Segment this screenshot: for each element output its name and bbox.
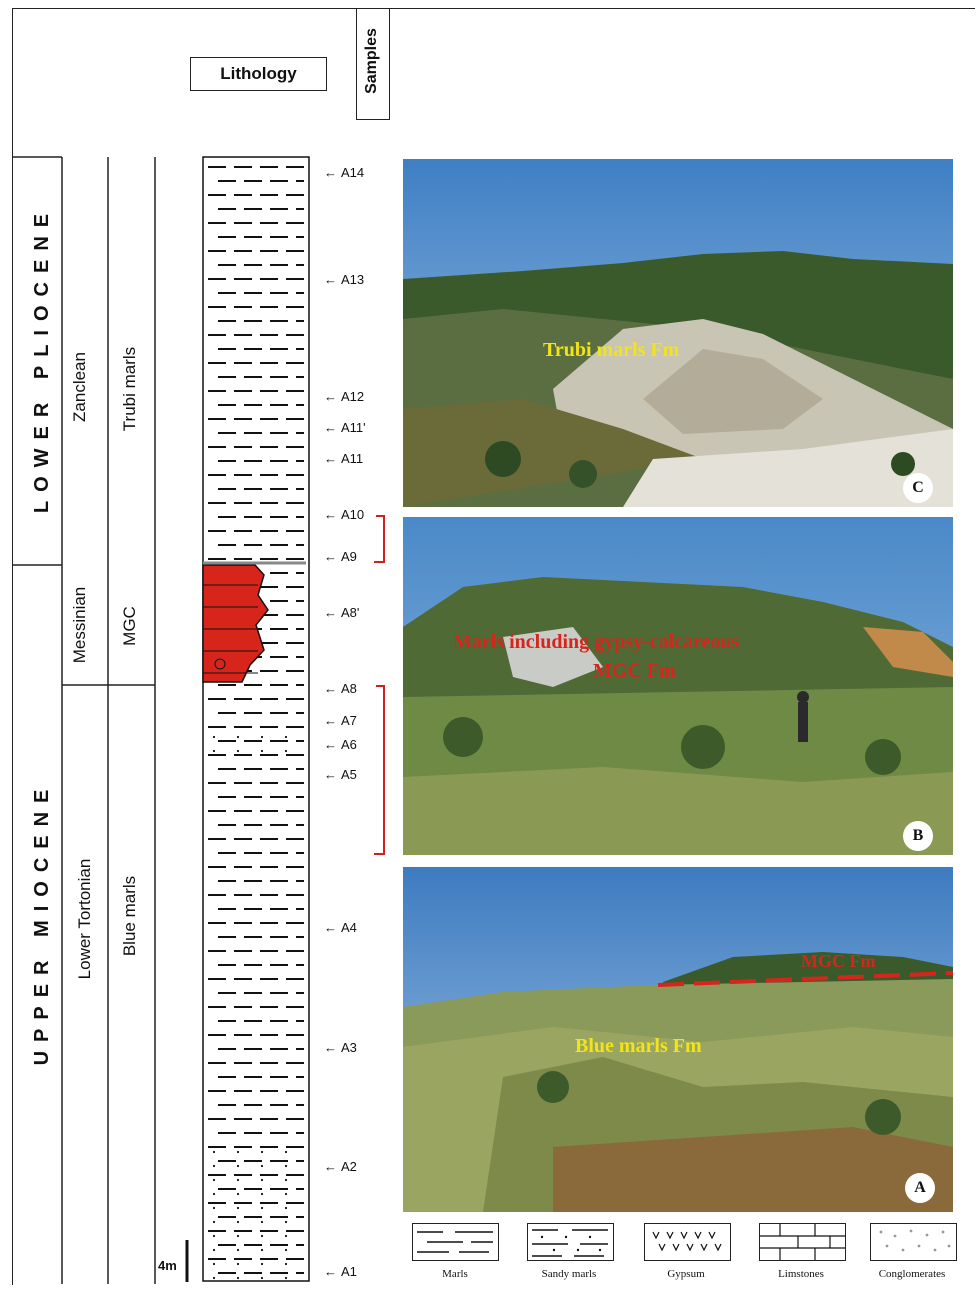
sample-marker: ← A7 xyxy=(324,713,357,728)
sample-marker: ← A5 xyxy=(324,767,357,782)
legend-marls-label: Marls xyxy=(442,1268,468,1280)
sample-marker: ← A12 xyxy=(324,389,364,404)
arrow-left-icon: ← xyxy=(324,681,337,696)
stratigraphy-columns xyxy=(13,156,189,1284)
arrow-left-icon: ← xyxy=(324,420,337,435)
photo-a: Blue marls Fm MGC Fm A xyxy=(403,867,953,1212)
arrow-left-icon: ← xyxy=(324,1040,337,1055)
sample-label: A11 xyxy=(341,451,364,466)
samples-header-box xyxy=(356,8,390,120)
sample-marker: ← A6 xyxy=(324,737,357,752)
sample-marker: ← A2 xyxy=(324,1159,357,1174)
formation-trubi-marls: Trubi marls xyxy=(120,346,139,432)
sample-marker: ← A9 xyxy=(324,549,357,564)
sample-label: A13 xyxy=(341,272,365,287)
sample-label: A14 xyxy=(341,165,365,180)
sample-label: A1 xyxy=(341,1264,357,1279)
sample-label: A7 xyxy=(341,713,357,728)
sample-marker: ← A14 xyxy=(324,165,364,180)
photo-b-caption-line1: Marls including gypsy-calcareous xyxy=(453,631,740,653)
formation-mgc: MGC xyxy=(120,606,139,646)
arrow-left-icon: ← xyxy=(324,737,337,752)
photo-a-mgc-caption: MGC Fm xyxy=(801,951,876,971)
arrow-left-icon: ← xyxy=(324,713,337,728)
scale-label: 4m xyxy=(158,1258,177,1273)
sample-label: A8 xyxy=(341,681,357,696)
legend-limestones-label: Limstones xyxy=(778,1268,824,1280)
arrow-left-icon: ← xyxy=(324,507,337,522)
legend-sandy-marls-label: Sandy marls xyxy=(541,1268,597,1280)
lithology-column xyxy=(202,156,310,1282)
arrow-left-icon: ← xyxy=(324,272,337,287)
sample-label: A8' xyxy=(341,605,360,620)
sample-marker: ← A8 xyxy=(324,681,357,696)
legend-gypsum-swatch xyxy=(644,1223,731,1261)
photo-b-label: B xyxy=(903,821,933,851)
photo-b-bracket xyxy=(374,515,385,855)
sample-label: A4 xyxy=(341,920,357,935)
epoch-upper-miocene: UPPER MIOCENE xyxy=(31,780,53,1066)
arrow-left-icon: ← xyxy=(324,767,337,782)
stage-lower-tortonian: Lower Tortonian xyxy=(75,858,94,980)
legend-gypsum-label: Gypsum xyxy=(667,1268,705,1280)
photo-c-caption: Trubi marls Fm xyxy=(543,339,680,361)
sample-label: A6 xyxy=(341,737,357,752)
lithology-header: Lithology xyxy=(190,57,327,91)
photo-b: Marls including gypsy-calcareous MGC Fm … xyxy=(403,517,953,855)
sample-marker: ← A3 xyxy=(324,1040,357,1055)
sample-label: A11' xyxy=(341,420,366,435)
legend-limestones-swatch xyxy=(759,1223,846,1261)
arrow-left-icon: ← xyxy=(324,1159,337,1174)
photo-a-label: A xyxy=(905,1173,935,1203)
arrow-left-icon: ← xyxy=(324,920,337,935)
legend-marls-swatch xyxy=(412,1223,499,1261)
sample-marker: ← A4 xyxy=(324,920,357,935)
sample-marker: ← A13 xyxy=(324,272,364,287)
legend-conglomerates-label: Conglomerates xyxy=(878,1268,946,1280)
sample-label: A5 xyxy=(341,767,357,782)
photo-b-caption-line2: MGC Fm xyxy=(593,660,676,682)
sample-label: A9 xyxy=(341,549,357,564)
stage-messinian: Messinian xyxy=(70,586,89,664)
arrow-left-icon: ← xyxy=(324,549,337,564)
sample-marker: ← A1 xyxy=(324,1264,357,1279)
arrow-left-icon: ← xyxy=(324,165,337,180)
arrow-left-icon: ← xyxy=(324,1264,337,1279)
sample-marker: ← A8' xyxy=(324,605,359,620)
figure-frame xyxy=(12,8,975,1285)
arrow-left-icon: ← xyxy=(324,389,337,404)
legend-sandy-marls-swatch xyxy=(527,1223,614,1261)
sample-label: A2 xyxy=(341,1159,357,1174)
sample-marker: ← A11' xyxy=(324,420,366,435)
arrow-left-icon: ← xyxy=(324,451,337,466)
photo-c-label: C xyxy=(903,473,933,503)
arrow-left-icon: ← xyxy=(324,605,337,620)
sample-label: A3 xyxy=(341,1040,357,1055)
stage-zanclean: Zanclean xyxy=(70,352,89,422)
formation-blue-marls: Blue marls xyxy=(120,875,139,957)
epoch-lower-pliocene: LOWER PLIOCENE xyxy=(31,204,53,514)
sample-label: A10 xyxy=(341,507,365,522)
photo-c: Trubi marls Fm C xyxy=(403,159,953,507)
sample-marker: ← A11 xyxy=(324,451,363,466)
photo-a-caption: Blue marls Fm xyxy=(575,1035,702,1057)
legend-conglomerates-swatch xyxy=(870,1223,957,1261)
sample-marker: ← A10 xyxy=(324,507,364,522)
sample-label: A12 xyxy=(341,389,365,404)
